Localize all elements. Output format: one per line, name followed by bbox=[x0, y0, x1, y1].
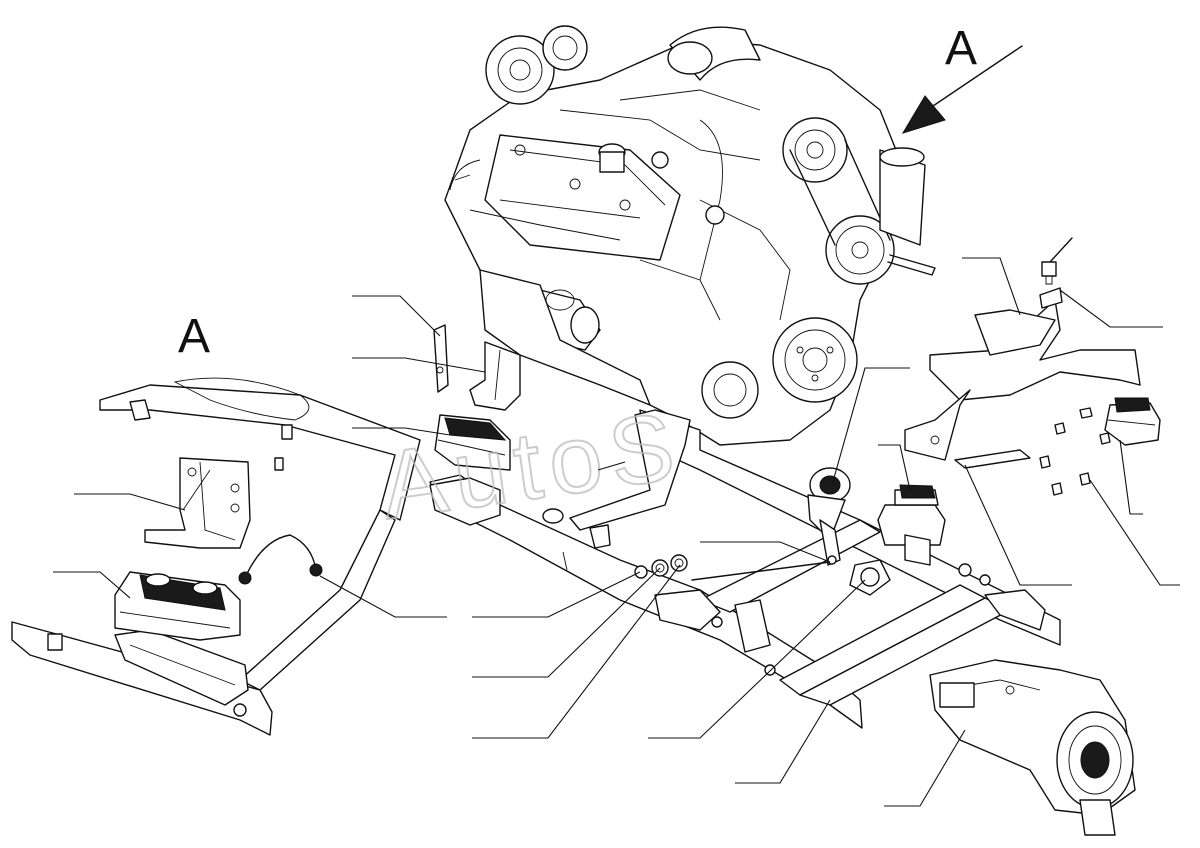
detail-bracket bbox=[144, 457, 251, 549]
engine-mount-cushion bbox=[434, 414, 511, 471]
engine-block bbox=[444, 25, 936, 446]
leader-lines bbox=[53, 257, 1180, 807]
view-label-main: A bbox=[945, 22, 977, 75]
idler-arm-assembly bbox=[691, 467, 891, 596]
detail-ground-strap bbox=[238, 534, 323, 585]
front-crossmember bbox=[904, 287, 1141, 469]
engine-support-bracket bbox=[433, 324, 521, 411]
watermark: AutoS bbox=[375, 392, 688, 540]
view-direction-arrow-icon bbox=[901, 45, 1023, 134]
bell-housing bbox=[929, 659, 1136, 836]
view-label-detail: A bbox=[178, 310, 210, 363]
fasteners bbox=[1039, 407, 1111, 496]
sensor-plug bbox=[1041, 237, 1073, 285]
detail-frame-rail bbox=[11, 377, 421, 736]
vehicle-frame bbox=[429, 409, 1061, 729]
detail-engine-mount bbox=[114, 571, 241, 641]
right-mount-cushion bbox=[1104, 397, 1161, 446]
